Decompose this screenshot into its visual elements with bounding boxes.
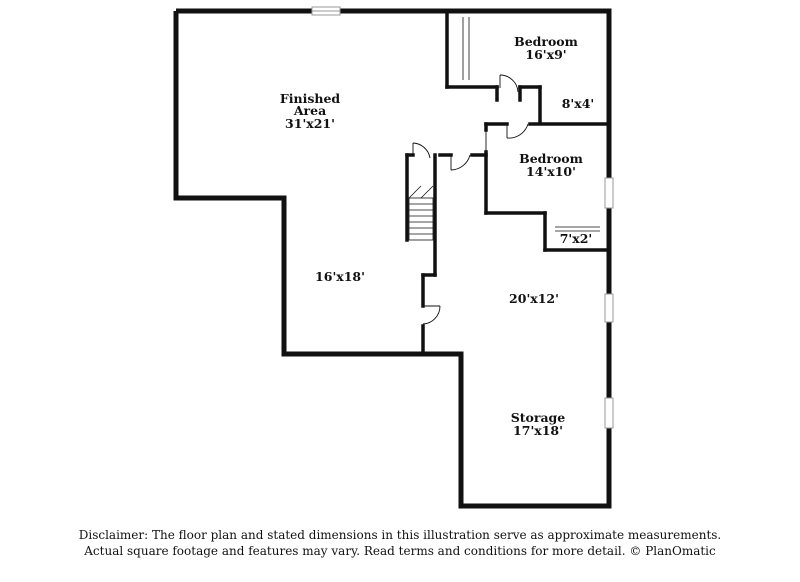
window-middle (604, 293, 614, 323)
middle-area-size: 20'x12' (509, 291, 559, 306)
door-bedroom-2 (506, 123, 529, 139)
staircase (408, 185, 434, 241)
finished-area-label-line1: Finished (280, 91, 341, 106)
finished-area-size: 31'x21' (285, 116, 335, 131)
bedroom-2-name: Bedroom (519, 151, 583, 166)
window-bedroom-2 (604, 177, 614, 209)
storage-size: 17'x18' (513, 423, 563, 438)
disclaimer-line-1: Disclaimer: The floor plan and stated di… (78, 528, 722, 542)
storage-name: Storage (511, 410, 566, 425)
door-stair-top (412, 142, 431, 159)
window-storage (604, 397, 614, 429)
bedroom-2-size: 14'x10' (526, 164, 576, 179)
interior-walls (405, 10, 610, 354)
door-bedroom-1 (499, 74, 519, 93)
disclaimer-line-2: Actual square footage and features may v… (84, 544, 716, 558)
room-labels: Finished Area 31'x21' Bedroom 16'x9' 8'x… (280, 34, 594, 438)
closet-1-size: 8'x4' (562, 96, 595, 111)
family-area-size: 16'x18' (315, 269, 365, 284)
door-hall (450, 154, 471, 171)
windows (311, 6, 614, 429)
doors (412, 74, 529, 325)
door-lower-hall (422, 305, 441, 325)
bedroom-1-size: 16'x9' (525, 47, 566, 62)
finished-area-label-line2: Area (293, 103, 326, 118)
closet-slider-closet-2 (555, 226, 600, 232)
closet-slider-bedroom-1 (462, 17, 470, 80)
bedroom-1-name: Bedroom (514, 34, 578, 49)
exterior-walls (173, 8, 612, 509)
closet-2-size: 7'x2' (560, 231, 593, 246)
exterior-wall-outline (173, 8, 612, 509)
